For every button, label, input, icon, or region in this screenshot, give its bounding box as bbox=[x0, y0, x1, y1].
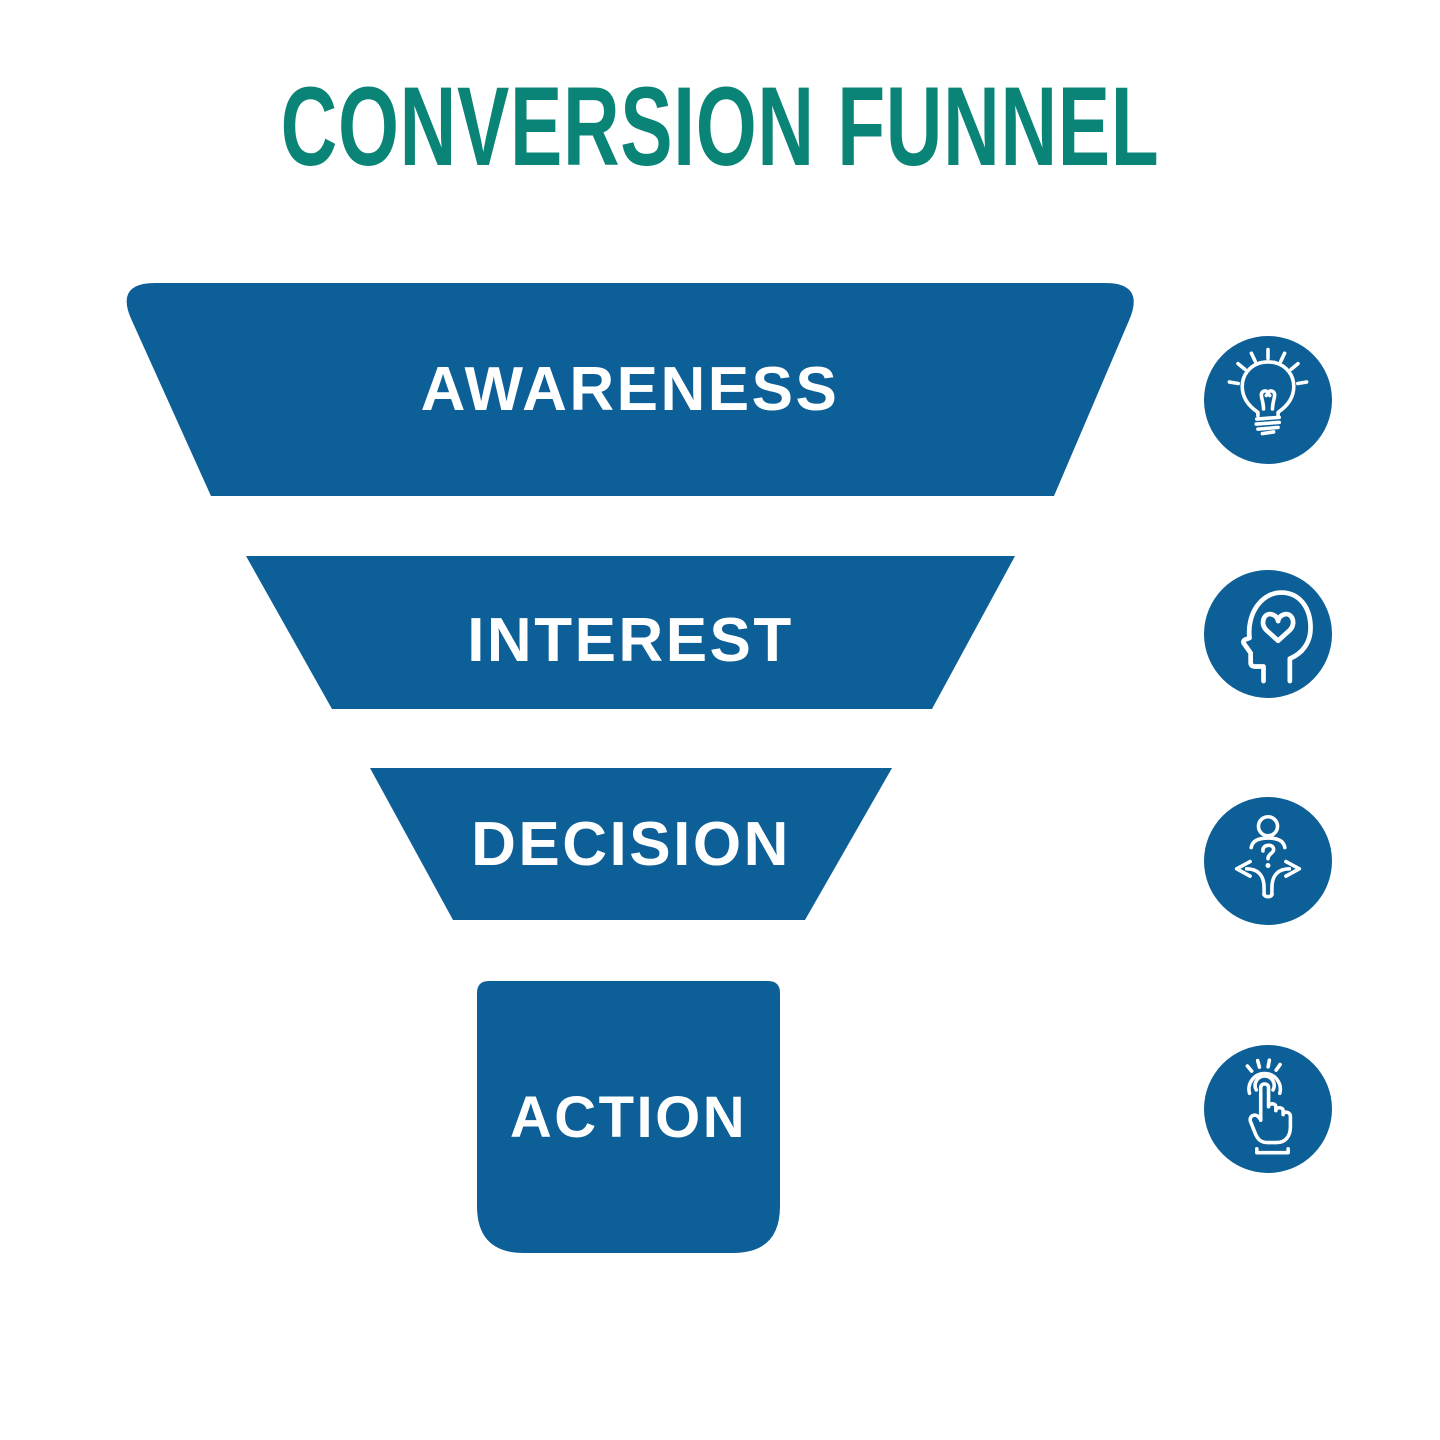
funnel-stage-awareness-shape bbox=[126, 283, 1134, 496]
tap-click-icon bbox=[1204, 1045, 1332, 1173]
funnel-stage-decision-shape bbox=[370, 768, 892, 920]
stage-label-decision: DECISION bbox=[471, 809, 791, 879]
lightbulb-idea-icon bbox=[1204, 336, 1332, 464]
head-heart-icon bbox=[1204, 570, 1332, 698]
funnel-stage-action-shape bbox=[477, 981, 780, 1253]
funnel-stage-interest-shape bbox=[246, 556, 1015, 709]
page-title: CONVERSION FUNNEL bbox=[280, 64, 1160, 189]
stage-label-action: ACTION bbox=[509, 1084, 748, 1150]
stage-label-interest: INTEREST bbox=[467, 606, 794, 675]
decision-paths-icon bbox=[1204, 797, 1332, 925]
stage-label-awareness: AWARENESS bbox=[420, 355, 840, 424]
